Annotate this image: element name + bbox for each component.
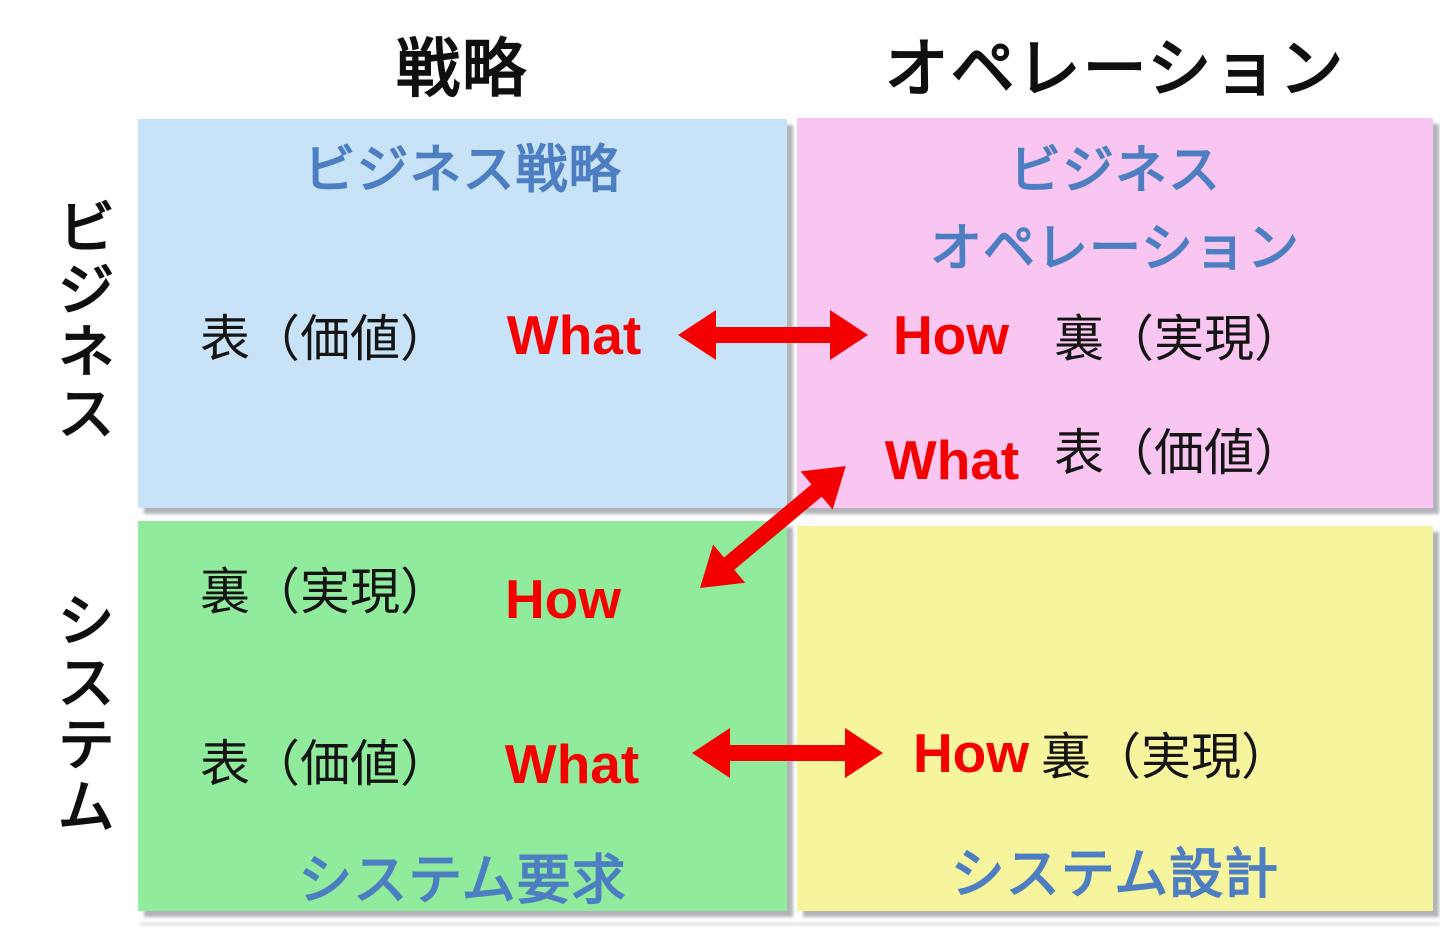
quadrant-business-operation-title-line1: ビジネス bbox=[1008, 142, 1221, 200]
double-arrow-what-how-top-icon bbox=[678, 310, 868, 360]
quadrant-system-requirements-title: システム要求 bbox=[298, 850, 627, 911]
label-back-realization: 裏（実現） bbox=[200, 564, 450, 620]
label-front-value: 表（価値） bbox=[200, 311, 450, 367]
label-how: How bbox=[912, 722, 1030, 784]
row-header-business: ビジネス bbox=[48, 197, 113, 445]
column-header-strategy: 戦略 bbox=[396, 33, 528, 105]
label-front-value: 表（価値） bbox=[200, 736, 450, 792]
label-how: How bbox=[892, 304, 1010, 366]
label-what: What bbox=[884, 429, 1020, 491]
quadrant-system-design: How 裏（実現） システム設計 bbox=[797, 526, 1433, 911]
quadrant-system-requirements: 裏（実現） How 表（価値） What システム要求 bbox=[138, 521, 787, 911]
label-back-realization: 裏（実現） bbox=[1041, 729, 1291, 785]
row-header-system: システム bbox=[48, 590, 113, 838]
quadrant-business-strategy: ビジネス戦略 表（価値） What bbox=[138, 119, 787, 508]
quadrant-business-operation: ビジネス オペレーション How 裏（実現） What 表（価値） bbox=[797, 118, 1433, 508]
double-arrow-what-how-bottom-icon bbox=[692, 728, 883, 778]
column-header-operation: オペレーション bbox=[884, 33, 1346, 105]
label-front-value: 表（価値） bbox=[1054, 425, 1304, 481]
double-arrow-how-what-diagonal-icon bbox=[684, 447, 862, 607]
label-what: What bbox=[504, 733, 640, 795]
label-what: What bbox=[506, 304, 642, 366]
label-back-realization: 裏（実現） bbox=[1054, 311, 1304, 367]
bottom-shadow-rule bbox=[140, 922, 1440, 926]
quadrant-business-operation-title-line2: オペレーション bbox=[930, 220, 1300, 278]
quadrant-system-design-title: システム設計 bbox=[950, 844, 1280, 905]
quadrant-business-operation-title: ビジネス オペレーション bbox=[930, 132, 1300, 288]
label-how: How bbox=[504, 568, 622, 630]
quadrant-business-strategy-title: ビジネス戦略 bbox=[303, 141, 622, 200]
